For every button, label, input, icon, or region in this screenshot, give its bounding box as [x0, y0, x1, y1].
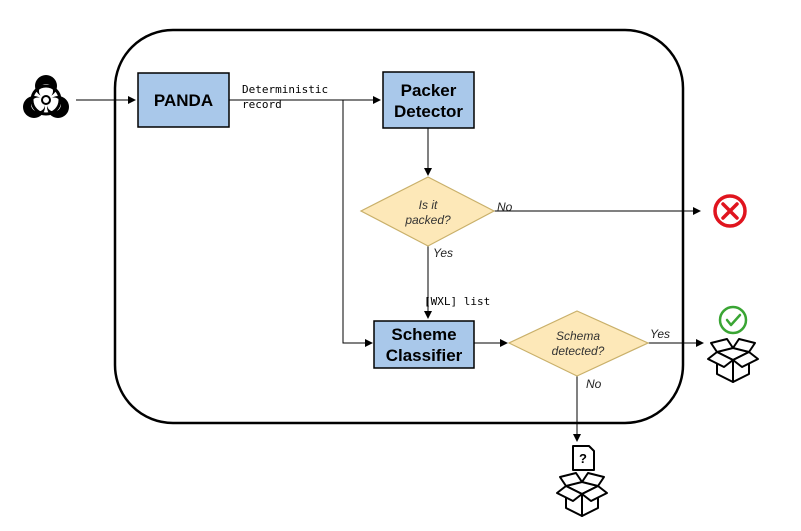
is-packed-label-line1: Is it — [419, 198, 438, 212]
is-packed-diamond — [359, 176, 496, 247]
packed-no-label: No — [497, 200, 513, 214]
red-x-circle-icon — [713, 194, 747, 228]
schema-no-label: No — [586, 377, 602, 391]
pipeline-frame — [113, 28, 685, 425]
schema-detected-label-line1: Schema — [556, 329, 600, 343]
panda-label: PANDA — [154, 91, 213, 110]
scheme-classifier-label-line1: Scheme — [391, 325, 456, 344]
deterministic-record-label-line1: Deterministic — [242, 83, 328, 96]
packed-yes-label: Yes — [433, 246, 453, 260]
packer-detector-label-line2: Detector — [394, 102, 463, 121]
packer-detector-box — [382, 71, 475, 129]
is-packed-label-line2: packed? — [404, 213, 451, 227]
svg-text:?: ? — [579, 451, 587, 466]
scheme-classifier-label-line2: Classifier — [386, 346, 463, 365]
question-document-icon: ? — [572, 445, 595, 471]
open-box-icon-unknown — [556, 472, 608, 517]
schema-yes-label: Yes — [650, 327, 670, 341]
schema-detected-label-line2: detected? — [552, 344, 605, 358]
green-check-circle-icon — [718, 305, 748, 335]
edge-record-to-classifier — [342, 100, 373, 347]
schema-detected-diamond — [507, 310, 650, 377]
biohazard-icon — [23, 75, 69, 118]
panda-box — [137, 72, 230, 128]
deterministic-record-label-line2: record — [242, 98, 282, 111]
packer-detector-label-line1: Packer — [401, 81, 457, 100]
open-box-icon — [707, 338, 759, 383]
wxl-list-label: [WXL] list — [424, 295, 490, 308]
scheme-classifier-box — [373, 320, 475, 369]
